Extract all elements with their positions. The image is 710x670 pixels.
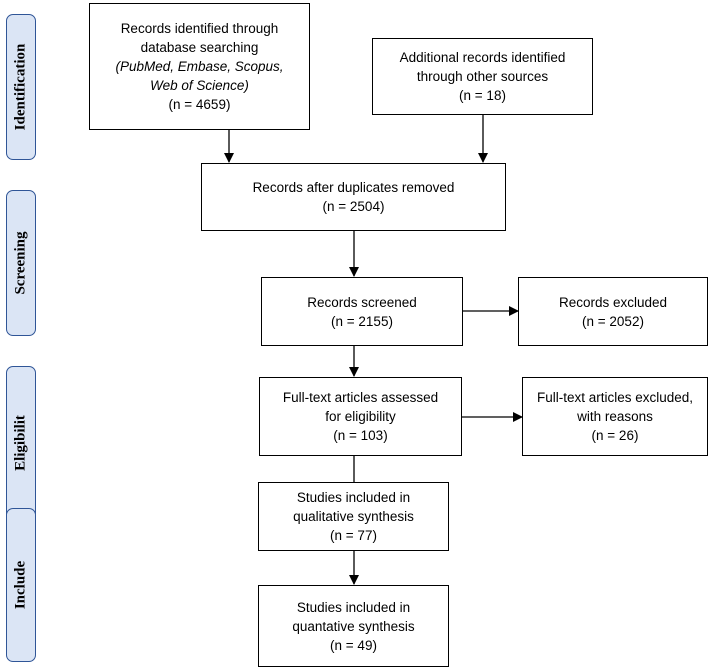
box-qualitative-synthesis: Studies included in qualitative synthesi… [258,482,449,551]
db-search-sources-line1: (PubMed, Embase, Scopus, [115,59,284,74]
db-search-sources-line2: Web of Science) [150,78,249,93]
records-screened-line1: Records screened [307,294,417,310]
stage-screening: Screening [6,190,36,336]
box-records-screened: Records screened (n = 2155) [261,277,463,346]
qualitative-line2: qualitative synthesis [293,509,414,524]
box-duplicates-removed: Records after duplicates removed (n = 25… [201,163,506,231]
quantitative-line1: Studies included in [296,599,411,615]
db-search-count: (n = 4659) [168,97,231,112]
quantitative-line2: quantative synthesis [292,618,415,634]
other-sources-count: (n = 18) [459,88,506,103]
fulltext-excluded-line1: Full-text articles excluded, [536,390,694,405]
box-other-sources: Additional records identified through ot… [372,38,593,115]
qualitative-count: (n = 77) [330,528,377,543]
quantitative-count: (n = 49) [330,637,377,653]
box-fulltext-excluded: Full-text articles excluded, with reason… [522,377,708,456]
qualitative-line1: Studies included in [296,490,411,505]
stage-identification: Identification [6,14,36,160]
records-screened-count: (n = 2155) [331,313,393,329]
other-sources-line1: Additional records identified [399,50,566,65]
box-records-excluded: Records excluded (n = 2052) [518,277,708,346]
fulltext-assessed-line1: Full-text articles assessed [282,390,439,405]
fulltext-assessed-count: (n = 103) [333,428,388,443]
fulltext-excluded-count: (n = 26) [591,428,639,443]
db-search-line2: database searching [140,40,259,55]
records-excluded-count: (n = 2052) [582,313,644,329]
box-quantitative-synthesis: Studies included in quantative synthesis… [258,585,449,667]
other-sources-line2: through other sources [416,69,549,84]
db-search-line1: Records identified through [120,21,279,36]
records-excluded-line1: Records excluded [558,294,668,310]
stage-include: Include [6,508,36,662]
duplicates-removed-line1: Records after duplicates removed [252,180,455,195]
duplicates-removed-count: (n = 2504) [322,199,385,214]
fulltext-assessed-line2: for eligibility [325,409,396,424]
box-fulltext-assessed: Full-text articles assessed for eligibil… [259,377,462,456]
fulltext-excluded-line2: with reasons [577,409,653,424]
box-database-search: Records identified through database sear… [89,3,310,130]
